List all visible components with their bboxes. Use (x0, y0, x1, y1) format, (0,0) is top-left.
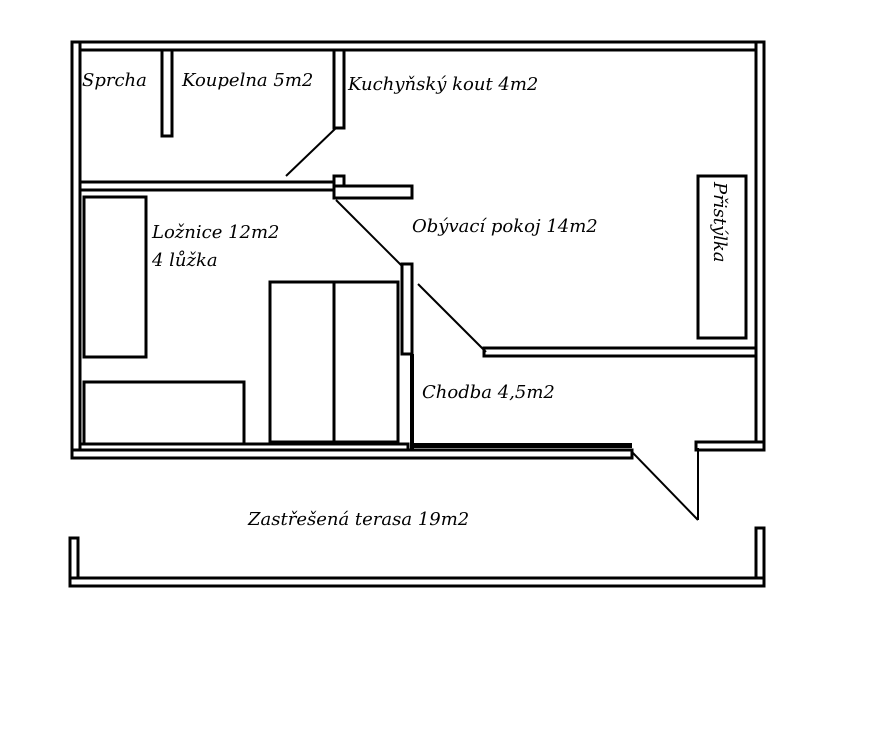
label-kuchynsky-kout: Kuchyňský kout 4m2 (347, 74, 538, 95)
furniture (82, 174, 748, 446)
terrace-outline (68, 526, 766, 588)
door-swing-bedroom (335, 199, 403, 267)
label-chodba: Chodba 4,5m2 (422, 382, 555, 403)
label-pristylka: Přistýlka (709, 181, 730, 263)
label-loznice: Ložnice 12m2 (151, 222, 280, 243)
label-sprcha: Sprcha (82, 70, 147, 91)
doors (285, 127, 699, 521)
door-swing-bathroom (285, 127, 337, 177)
bed-left (82, 195, 148, 359)
label-terasa: Zastřešená terasa 19m2 (247, 509, 469, 530)
door-swing-corridor (417, 283, 487, 353)
label-obyvaci-pokoj: Obývací pokoj 14m2 (412, 216, 598, 237)
extra-bed (696, 174, 748, 340)
label-loznice-beds: 4 lůžka (151, 249, 218, 271)
label-koupelna: Koupelna 5m2 (181, 70, 313, 91)
interior-walls (78, 48, 758, 452)
door-swing-terrace (631, 451, 699, 521)
bed-bottom (82, 380, 246, 446)
